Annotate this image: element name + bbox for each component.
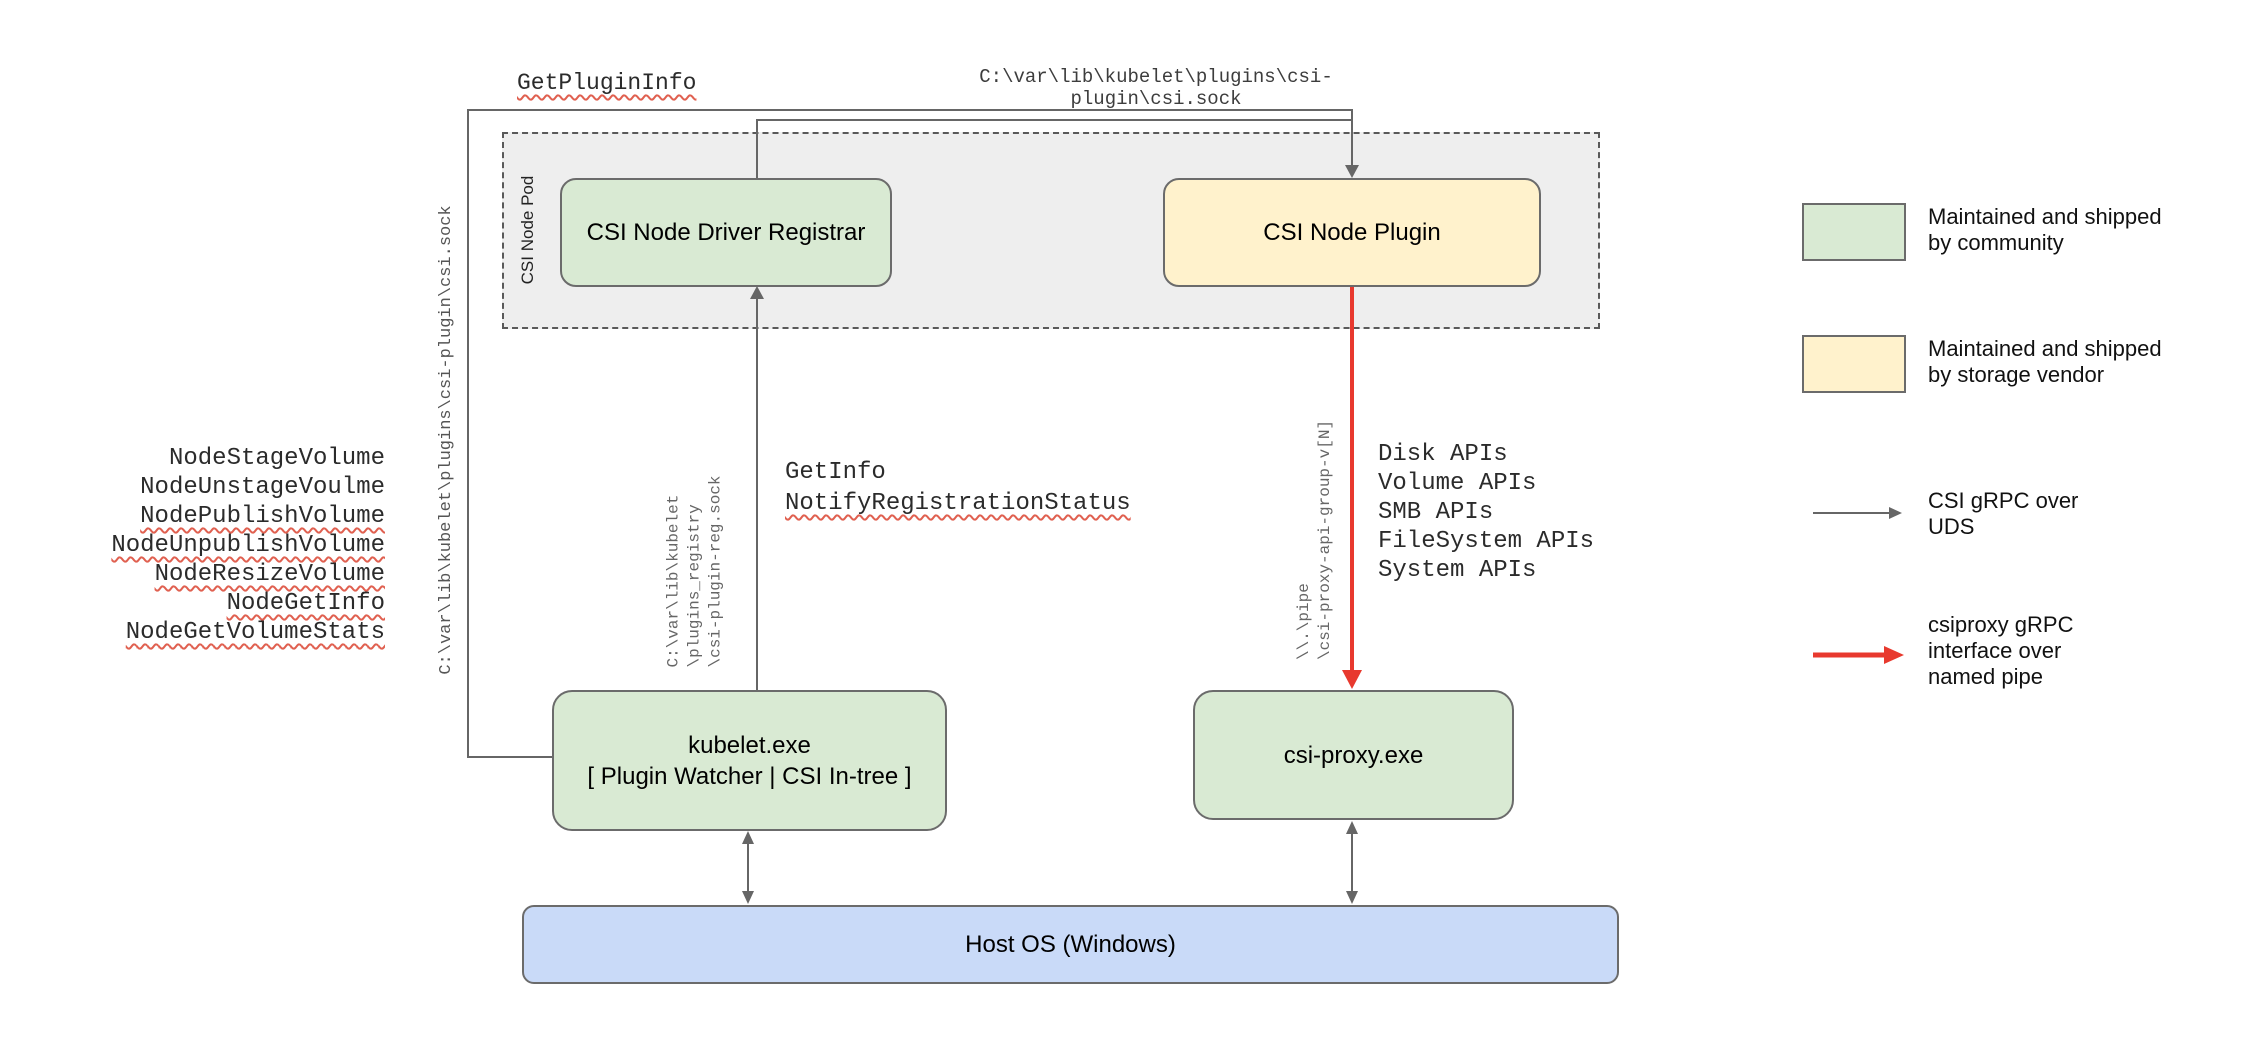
node-rpc-item: NodeUnpublishVolume bbox=[111, 532, 385, 559]
api-group-list: Disk APIs Volume APIs SMB APIs FileSyste… bbox=[1378, 440, 1594, 585]
host-os-label: Host OS (Windows) bbox=[965, 931, 1176, 958]
csi-proxy-label: csi-proxy.exe bbox=[1283, 741, 1424, 769]
arrowhead-into-registrar bbox=[750, 286, 764, 299]
registration-rpc-labels: GetInfo NotifyRegistrationStatus bbox=[785, 457, 1131, 519]
csi-node-pod-label: CSI Node Pod bbox=[518, 175, 537, 285]
api-group-item: System APIs bbox=[1378, 557, 1537, 584]
kubelet-label-line2: [ Plugin Watcher | CSI In-tree ] bbox=[587, 762, 912, 790]
node-rpc-item: NodeGetInfo bbox=[226, 590, 385, 617]
kubelet-label-line1: kubelet.exe bbox=[688, 731, 811, 759]
api-group-item: Disk APIs bbox=[1378, 441, 1508, 468]
host-os-box: Host OS (Windows) bbox=[522, 905, 1619, 984]
plugin-label: CSI Node Plugin bbox=[1263, 219, 1441, 246]
legend-red-arrowhead bbox=[1884, 646, 1904, 664]
node-rpc-item: NodeGetVolumeStats bbox=[125, 619, 385, 646]
arrowhead-into-csiproxy bbox=[1342, 670, 1362, 689]
registrar-label: CSI Node Driver Registrar bbox=[586, 219, 866, 246]
legend-vendor-swatch bbox=[1802, 335, 1906, 393]
plugin-reg-sock-vertical-label: C:\var\lib\kubelet \plugins_registry \cs… bbox=[664, 475, 725, 668]
arrowhead-down-hostos-right bbox=[1346, 891, 1358, 904]
named-pipe-vertical-label: \\.\pipe \csi-proxy-api-group-v[N] bbox=[1295, 419, 1334, 660]
legend-community-label: Maintained and shipped by community bbox=[1928, 204, 2162, 255]
node-rpc-item: NodeResizeVolume bbox=[154, 561, 385, 588]
get-info-label: GetInfo bbox=[785, 459, 886, 486]
csi-proxy-box: csi-proxy.exe bbox=[1193, 690, 1514, 820]
node-rpc-item: NodePublishVolume bbox=[140, 503, 385, 530]
node-rpc-list: NodeStageVolume NodeUnstageVoulme NodePu… bbox=[60, 444, 385, 647]
csi-node-plugin-box: CSI Node Plugin bbox=[1163, 178, 1541, 287]
node-rpc-item: NodeUnstageVoulme bbox=[140, 474, 385, 501]
csi-sock-path-vertical-label: C:\var\lib\kubelet\plugins\csi-plugin\cs… bbox=[437, 205, 456, 675]
csi-sock-path-label: C:\var\lib\kubelet\plugins\csi-plugin\cs… bbox=[979, 66, 1333, 110]
get-plugin-info-label: GetPluginInfo bbox=[517, 70, 697, 96]
arrowhead-up-kubelet bbox=[742, 831, 754, 844]
csi-node-driver-registrar-box: CSI Node Driver Registrar bbox=[560, 178, 892, 287]
connector-registrar-to-plugin bbox=[756, 119, 1352, 178]
legend-pipe-label: csiproxy gRPC interface over named pipe bbox=[1928, 612, 2074, 689]
notify-registration-status-label: NotifyRegistrationStatus bbox=[785, 490, 1131, 517]
legend-gray-arrowhead bbox=[1889, 507, 1902, 519]
arrowhead-down-hostos-left bbox=[742, 891, 754, 904]
legend-uds-label: CSI gRPC over UDS bbox=[1928, 488, 2079, 539]
api-group-item: FileSystem APIs bbox=[1378, 528, 1595, 555]
kubelet-box: kubelet.exe [ Plugin Watcher | CSI In-tr… bbox=[552, 690, 947, 831]
node-rpc-item: NodeStageVolume bbox=[168, 445, 385, 472]
api-group-item: Volume APIs bbox=[1378, 470, 1537, 497]
connector-kubelet-to-plugin bbox=[467, 109, 1353, 758]
arrowhead-into-plugin bbox=[1345, 165, 1359, 178]
legend-vendor-label: Maintained and shipped by storage vendor bbox=[1928, 336, 2162, 387]
arrowhead-up-csiproxy bbox=[1346, 821, 1358, 834]
legend-community-swatch bbox=[1802, 203, 1906, 261]
api-group-item: SMB APIs bbox=[1378, 499, 1494, 526]
